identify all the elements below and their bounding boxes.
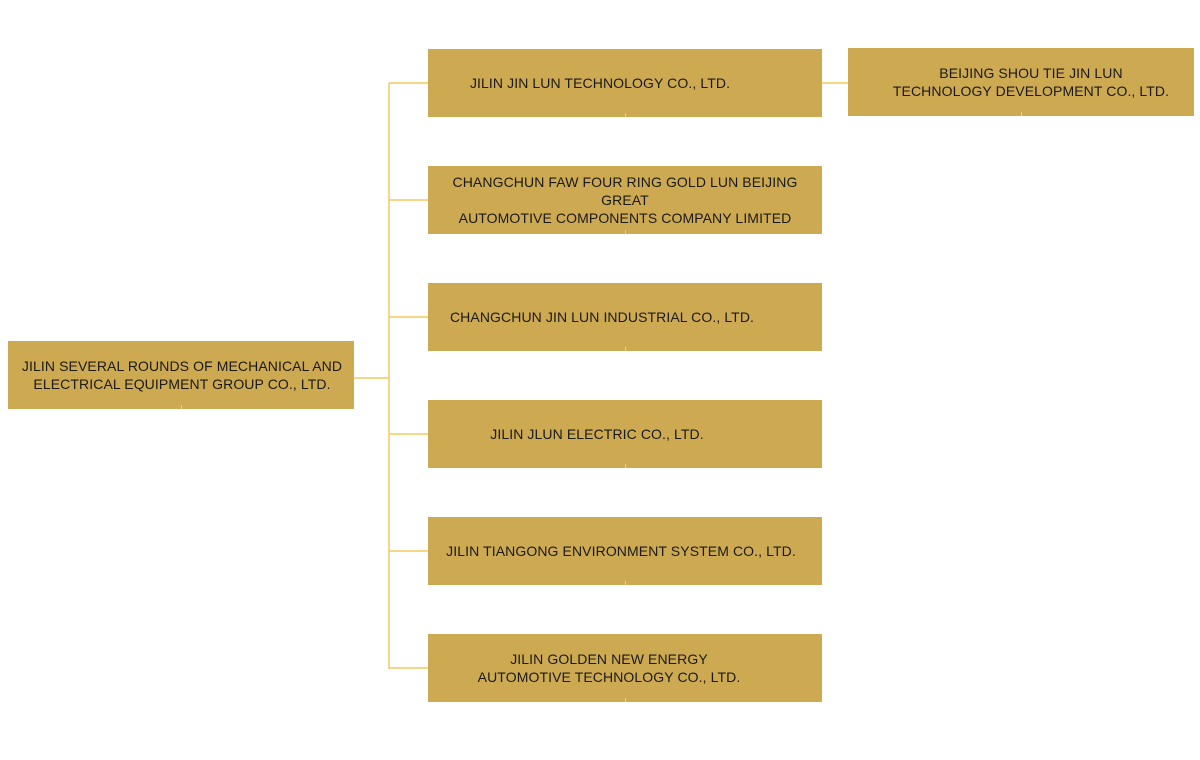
root-company-box: JILIN SEVERAL ROUNDS OF MECHANICAL AND E… xyxy=(8,341,354,409)
subsidiary-label: CHANGCHUN JIN LUN INDUSTRIAL CO., LTD. xyxy=(449,309,755,325)
sub-subsidiary-label: BEIJING SHOU TIE JIN LUN TECHNOLOGY DEVE… xyxy=(892,65,1170,99)
box-tick xyxy=(1021,112,1022,116)
subsidiary-box: JILIN JLUN ELECTRIC CO., LTD. xyxy=(428,400,822,468)
subsidiary-label: JILIN GOLDEN NEW ENERGY AUTOMOTIVE TECHN… xyxy=(477,651,741,685)
box-tick xyxy=(625,698,626,702)
subsidiary-box: JILIN GOLDEN NEW ENERGY AUTOMOTIVE TECHN… xyxy=(428,634,822,702)
subsidiary-label: JILIN JLUN ELECTRIC CO., LTD. xyxy=(490,426,704,442)
subsidiary-box: CHANGCHUN JIN LUN INDUSTRIAL CO., LTD. xyxy=(428,283,822,351)
subsidiary-box: CHANGCHUN FAW FOUR RING GOLD LUN BEIJING… xyxy=(428,166,822,234)
box-tick xyxy=(625,464,626,468)
box-tick xyxy=(625,581,626,585)
box-tick xyxy=(625,230,626,234)
subsidiary-label: CHANGCHUN FAW FOUR RING GOLD LUN BEIJING… xyxy=(452,174,798,226)
subsidiary-box: JILIN JIN LUN TECHNOLOGY CO., LTD. xyxy=(428,49,822,117)
subsidiary-label: JILIN TIANGONG ENVIRONMENT SYSTEM CO., L… xyxy=(446,543,796,559)
box-tick xyxy=(625,347,626,351)
box-tick xyxy=(625,113,626,117)
subsidiary-box: JILIN TIANGONG ENVIRONMENT SYSTEM CO., L… xyxy=(428,517,822,585)
subsidiary-label: JILIN JIN LUN TECHNOLOGY CO., LTD. xyxy=(469,75,731,91)
box-tick xyxy=(181,405,182,409)
root-company-label: JILIN SEVERAL ROUNDS OF MECHANICAL AND E… xyxy=(21,358,343,392)
sub-subsidiary-box: BEIJING SHOU TIE JIN LUN TECHNOLOGY DEVE… xyxy=(848,48,1194,116)
